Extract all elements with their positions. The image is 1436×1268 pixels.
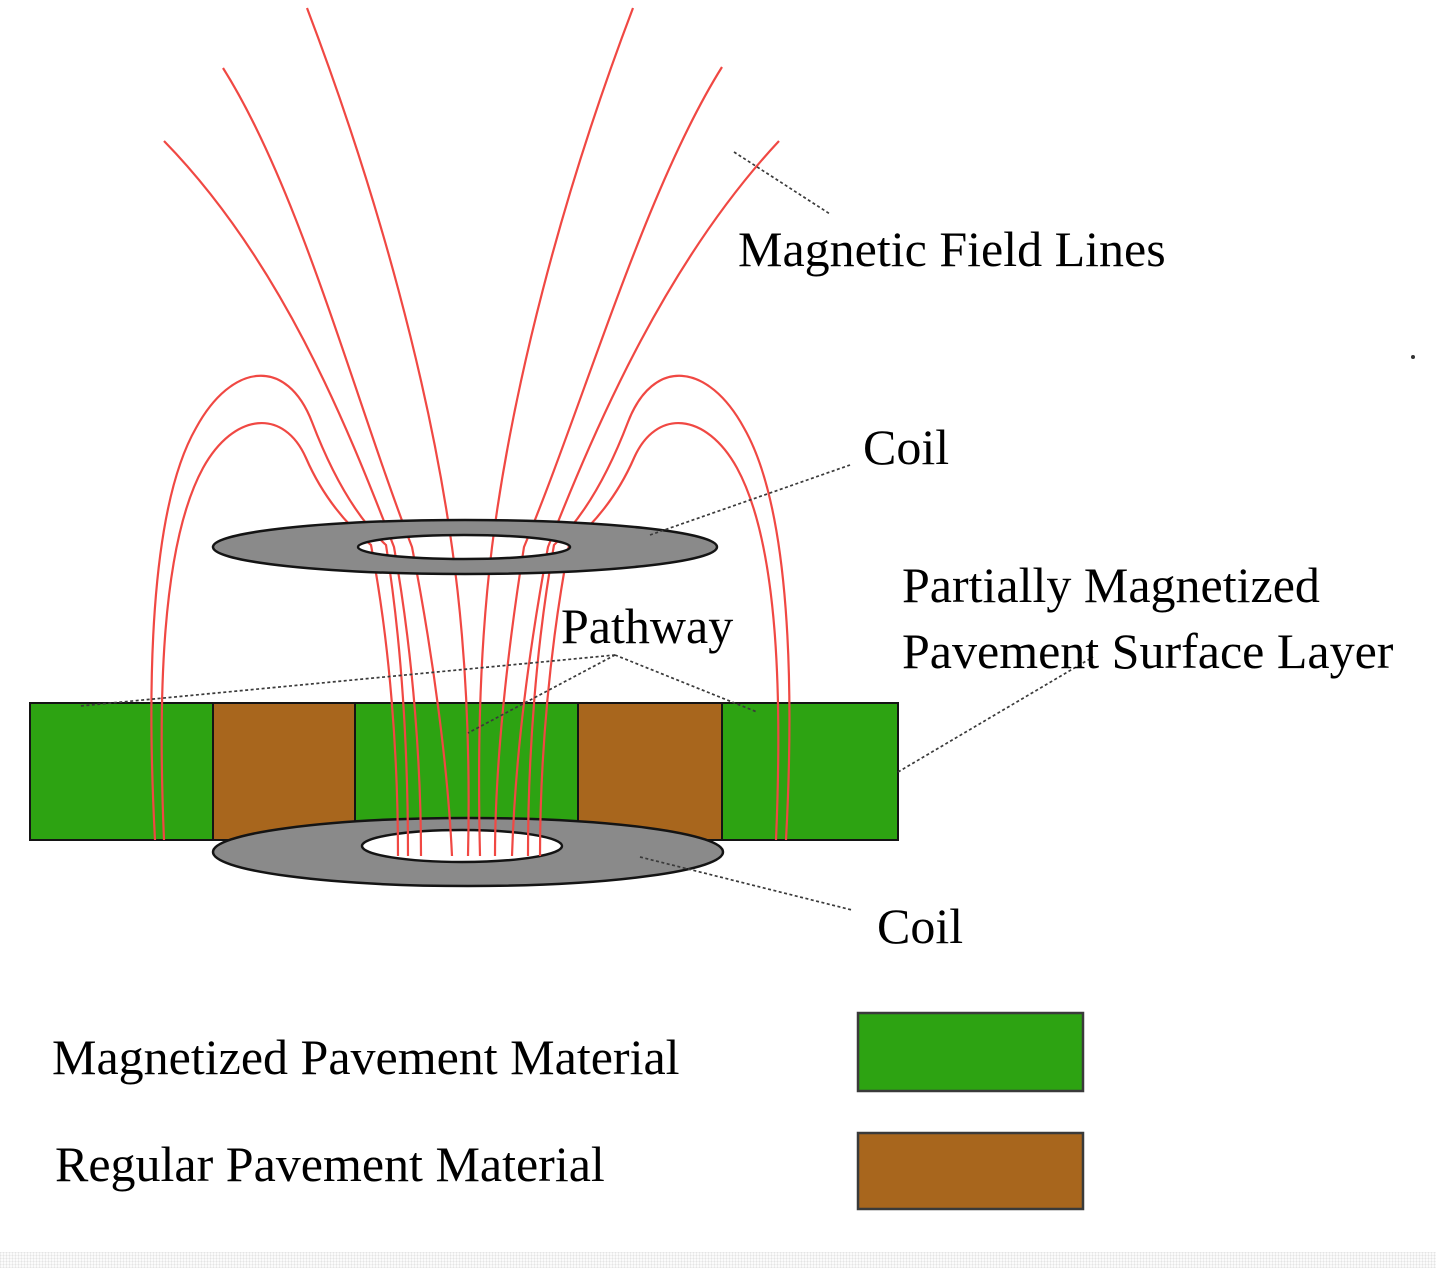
magnetic-field-lines bbox=[150, 7, 791, 857]
legend-swatch-regular bbox=[856, 1131, 1085, 1211]
legend-swatches bbox=[856, 1011, 1085, 1211]
field-line bbox=[305, 7, 470, 857]
bottom-texture-strip bbox=[0, 1252, 1436, 1268]
label-pathway: Pathway bbox=[561, 598, 734, 654]
field-line bbox=[222, 67, 454, 857]
top-coil-ring bbox=[211, 518, 719, 576]
bottom-coil-hole bbox=[360, 828, 564, 864]
leader-pavement-layer bbox=[897, 656, 1094, 773]
pavement-block-magnetized-left bbox=[29, 702, 214, 841]
legend-label-regular: Regular Pavement Material bbox=[55, 1136, 605, 1192]
field-line-loop bbox=[526, 374, 791, 857]
field-line bbox=[493, 66, 723, 857]
top-coil bbox=[211, 518, 719, 576]
leader-pathway-right bbox=[614, 654, 758, 713]
field-line-loop bbox=[150, 374, 410, 857]
field-line-loop bbox=[538, 421, 780, 857]
field-line bbox=[477, 7, 635, 857]
leader-pathway-left bbox=[79, 654, 616, 707]
field-line-loop bbox=[160, 421, 400, 857]
label-partially-magnetized-pavement-surface-layer: Partially Magnetized Pavement Surface La… bbox=[902, 557, 1394, 679]
pavement-block-regular-1 bbox=[212, 702, 356, 841]
legend-label-magnetized: Magnetized Pavement Material bbox=[52, 1029, 680, 1085]
label-magnetic-field-lines: Magnetic Field Lines bbox=[738, 221, 1166, 277]
stray-dot bbox=[1411, 355, 1415, 359]
leader-pathway-center bbox=[467, 654, 616, 734]
leader-coil-top bbox=[649, 464, 851, 536]
label-coil-bottom: Coil bbox=[877, 898, 964, 954]
pavement-block-magnetized-right bbox=[721, 702, 899, 841]
legend-swatch-magnetized bbox=[856, 1011, 1085, 1093]
leader-coil-bottom bbox=[639, 856, 853, 911]
label-coil-top: Coil bbox=[863, 419, 950, 475]
leader-lines bbox=[79, 151, 1094, 911]
leader-magnetic-field-lines bbox=[733, 151, 831, 215]
pavement-block-regular-2 bbox=[577, 702, 723, 841]
